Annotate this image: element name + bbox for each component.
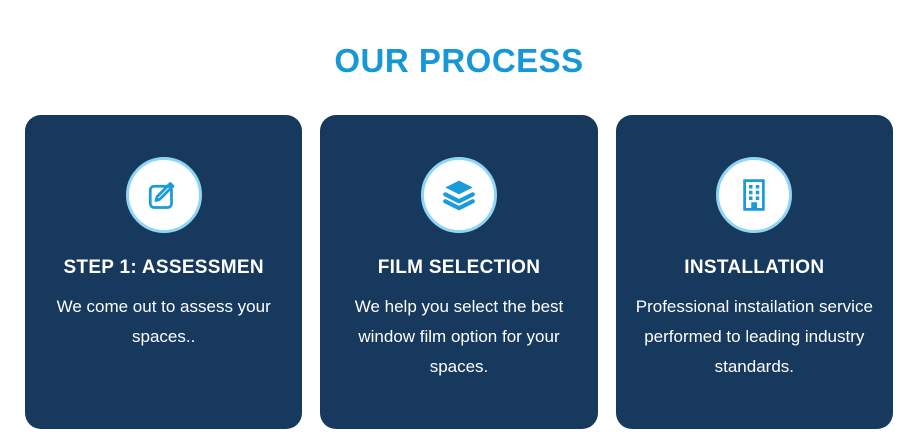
section-title: OUR PROCESS [334, 42, 584, 79]
card-heading: FILM SELECTION [377, 257, 541, 278]
process-cards: STEP 1: ASSESSMEN We come out to assess … [25, 115, 893, 429]
card-heading: STEP 1: ASSESSMEN [63, 257, 264, 278]
card-heading: INSTALLATION [684, 257, 825, 278]
card-body: We come out to assess your spaces.. [56, 297, 271, 346]
icon-circle [125, 157, 202, 233]
layers-icon [439, 175, 479, 215]
edit-icon [144, 175, 184, 215]
card-body: Professional instailation service perfor… [635, 297, 873, 376]
process-card-assessment: STEP 1: ASSESSMEN We come out to assess … [25, 115, 303, 429]
process-card-installation: INSTALLATION Professional instailation s… [615, 115, 893, 429]
process-section: OUR PROCESS STEP 1: ASSESSMEN We come ou… [0, 44, 918, 429]
building-icon [734, 175, 774, 215]
icon-circle [716, 157, 793, 233]
process-card-film-selection: FILM SELECTION We help you select the be… [320, 115, 598, 429]
icon-circle [420, 157, 497, 233]
card-body: We help you select the best window film … [354, 297, 564, 376]
